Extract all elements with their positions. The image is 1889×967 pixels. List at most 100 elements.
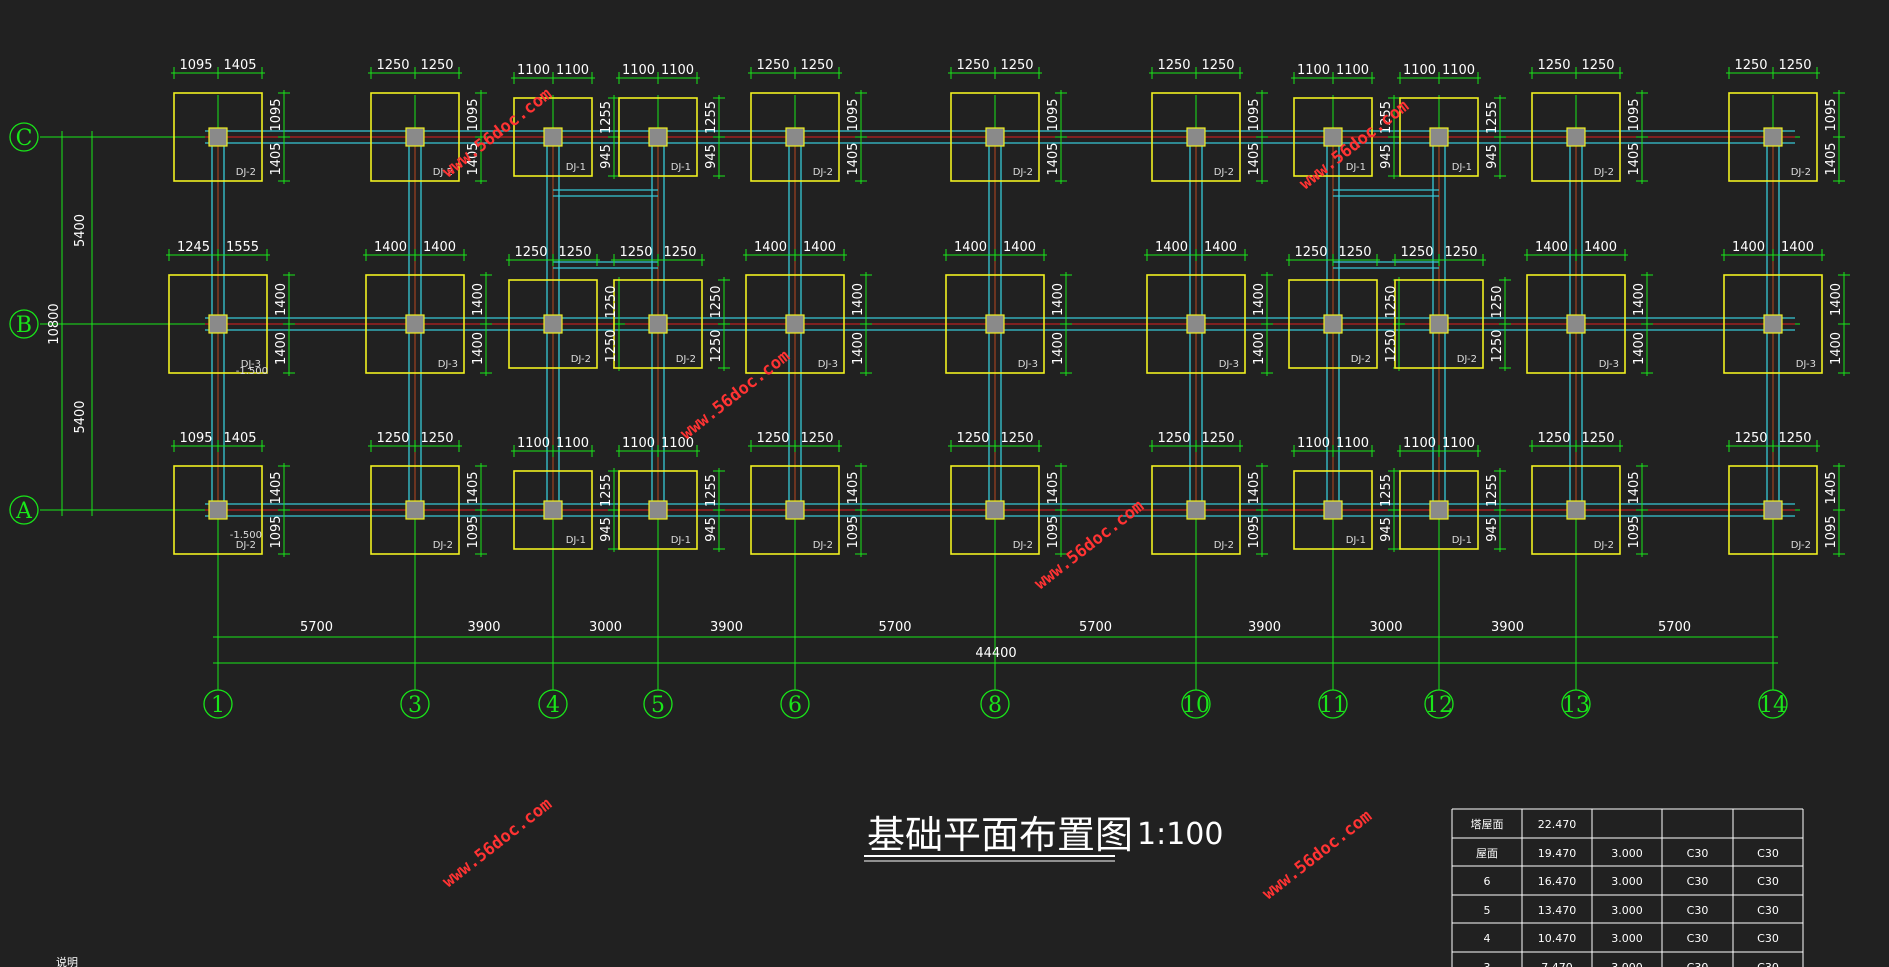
footing-dim-text: 1250 [1000, 431, 1033, 446]
footing-type-tag: DJ-2 [1214, 540, 1234, 551]
footing-side-dim: 1095 [466, 98, 481, 131]
level-table-cell: C30 [1687, 875, 1709, 888]
footing-side-dim: 1400 [471, 283, 486, 316]
column-square [785, 500, 805, 520]
footing-side-dim: 945 [1379, 517, 1394, 542]
footing-dim-text: 1250 [1734, 58, 1767, 73]
footing-side-dim: 1095 [1627, 515, 1642, 548]
footing-side-dim: 1095 [269, 98, 284, 131]
footing-outline [1728, 92, 1818, 182]
row-axis-label: B [16, 313, 32, 338]
row-axis-bubble [9, 495, 39, 525]
column-axis-label: 10 [1182, 693, 1210, 718]
footing-dim-text: 1100 [661, 63, 694, 78]
column-square [1323, 127, 1343, 147]
footing-dim-text: 1250 [1157, 58, 1190, 73]
footing-side-dim: 1400 [1051, 283, 1066, 316]
footing-dim-text: 1100 [517, 63, 550, 78]
footing-outline [950, 92, 1040, 182]
footing-dim-text: 1100 [1403, 436, 1436, 451]
column-square [208, 127, 228, 147]
footing-outline [173, 92, 263, 182]
footing-dim-text: 1250 [619, 245, 652, 260]
column-axis-label: 4 [546, 693, 560, 718]
total-width-text: 10800 [47, 303, 62, 344]
column-axis-bubble [400, 689, 430, 719]
footing-type-tag: DJ-1 [1452, 535, 1472, 546]
column-square [1566, 127, 1586, 147]
footing-side-dim: 1255 [1379, 101, 1394, 134]
footing-dim-text: 1250 [800, 431, 833, 446]
footing-dim-text: 1400 [1003, 240, 1036, 255]
footing-outline [1399, 470, 1479, 550]
drawing-scale: 1:100 [1137, 817, 1223, 852]
footing-dim-text: 1400 [1732, 240, 1765, 255]
footing-dim-text: 1250 [558, 245, 591, 260]
footing-outline [1531, 465, 1621, 555]
bay-span-text: 3000 [589, 620, 622, 635]
footing-type-tag: DJ-2 [1214, 167, 1234, 178]
footing-dim-text: 1405 [223, 58, 256, 73]
watermark: www.56doc.com [1296, 96, 1413, 194]
footing-dim-text: 1100 [661, 436, 694, 451]
footing-dim-text: 1100 [1403, 63, 1436, 78]
footing-outline [1728, 465, 1818, 555]
footing-dim-text: 1400 [1155, 240, 1188, 255]
row-axis-label: A [15, 499, 33, 524]
footing-dim-text: 1100 [1442, 436, 1475, 451]
level-table-cell: C30 [1687, 932, 1709, 945]
footing-outline [745, 274, 845, 374]
footing-type-tag: DJ-1 [1346, 162, 1366, 173]
footing-side-dim: 1095 [1824, 515, 1839, 548]
level-table-cell: 3.000 [1611, 904, 1643, 917]
level-table-cell: 3.000 [1611, 875, 1643, 888]
footing-dim-text: 1250 [420, 431, 453, 446]
bay-span-text: 3900 [1491, 620, 1524, 635]
footing-type-tag: DJ-2 [571, 354, 591, 365]
footing-outline [1293, 97, 1373, 177]
footing-dim-text: 1100 [1297, 63, 1330, 78]
footing-dim-text: 1250 [1201, 58, 1234, 73]
watermark: www.56doc.com [439, 794, 556, 892]
column-square [1323, 314, 1343, 334]
footing-type-tag: DJ-2 [1351, 354, 1371, 365]
column-square [405, 314, 425, 334]
footing-side-dim: 1255 [599, 474, 614, 507]
footing-dim-text: 1250 [1537, 431, 1570, 446]
footing-dim-text: 1100 [556, 63, 589, 78]
bay-span-text: 5700 [1658, 620, 1691, 635]
footing-side-dim: 1255 [1379, 474, 1394, 507]
column-axis-bubble [203, 689, 233, 719]
column-square [785, 314, 805, 334]
elevation-label: -1.500 [236, 366, 268, 377]
column-square [985, 127, 1005, 147]
column-axis-bubble [1424, 689, 1454, 719]
footing-type-tag: DJ-1 [671, 535, 691, 546]
footing-type-tag: DJ-3 [241, 359, 261, 370]
footing-side-dim: 1405 [1046, 142, 1061, 175]
footing-type-tag: DJ-2 [1791, 540, 1811, 551]
footing-side-dim: 1095 [1046, 98, 1061, 131]
footing-side-dim: 1095 [1247, 515, 1262, 548]
footing-side-dim: 1400 [1829, 332, 1844, 365]
footing-outline [1531, 92, 1621, 182]
footing-dim-text: 1250 [1778, 431, 1811, 446]
bay-span-text: 5700 [300, 620, 333, 635]
footing-dim-text: 1100 [1297, 436, 1330, 451]
level-table-cell: 屋面 [1476, 847, 1498, 860]
footing-side-dim: 1255 [704, 474, 719, 507]
column-axis-label: 5 [651, 693, 665, 718]
footing-side-dim: 1095 [846, 515, 861, 548]
footing-outline [750, 465, 840, 555]
level-table-cell: 19.470 [1538, 847, 1577, 860]
footing-dim-text: 1250 [756, 58, 789, 73]
footing-outline [173, 465, 263, 555]
bay-span-text: 3900 [710, 620, 743, 635]
column-square [405, 500, 425, 520]
footing-side-dim: 1400 [1829, 283, 1844, 316]
footing-type-tag: DJ-3 [1796, 359, 1816, 370]
footing-dim-text: 1250 [1537, 58, 1570, 73]
footing-type-tag: DJ-2 [1457, 354, 1477, 365]
